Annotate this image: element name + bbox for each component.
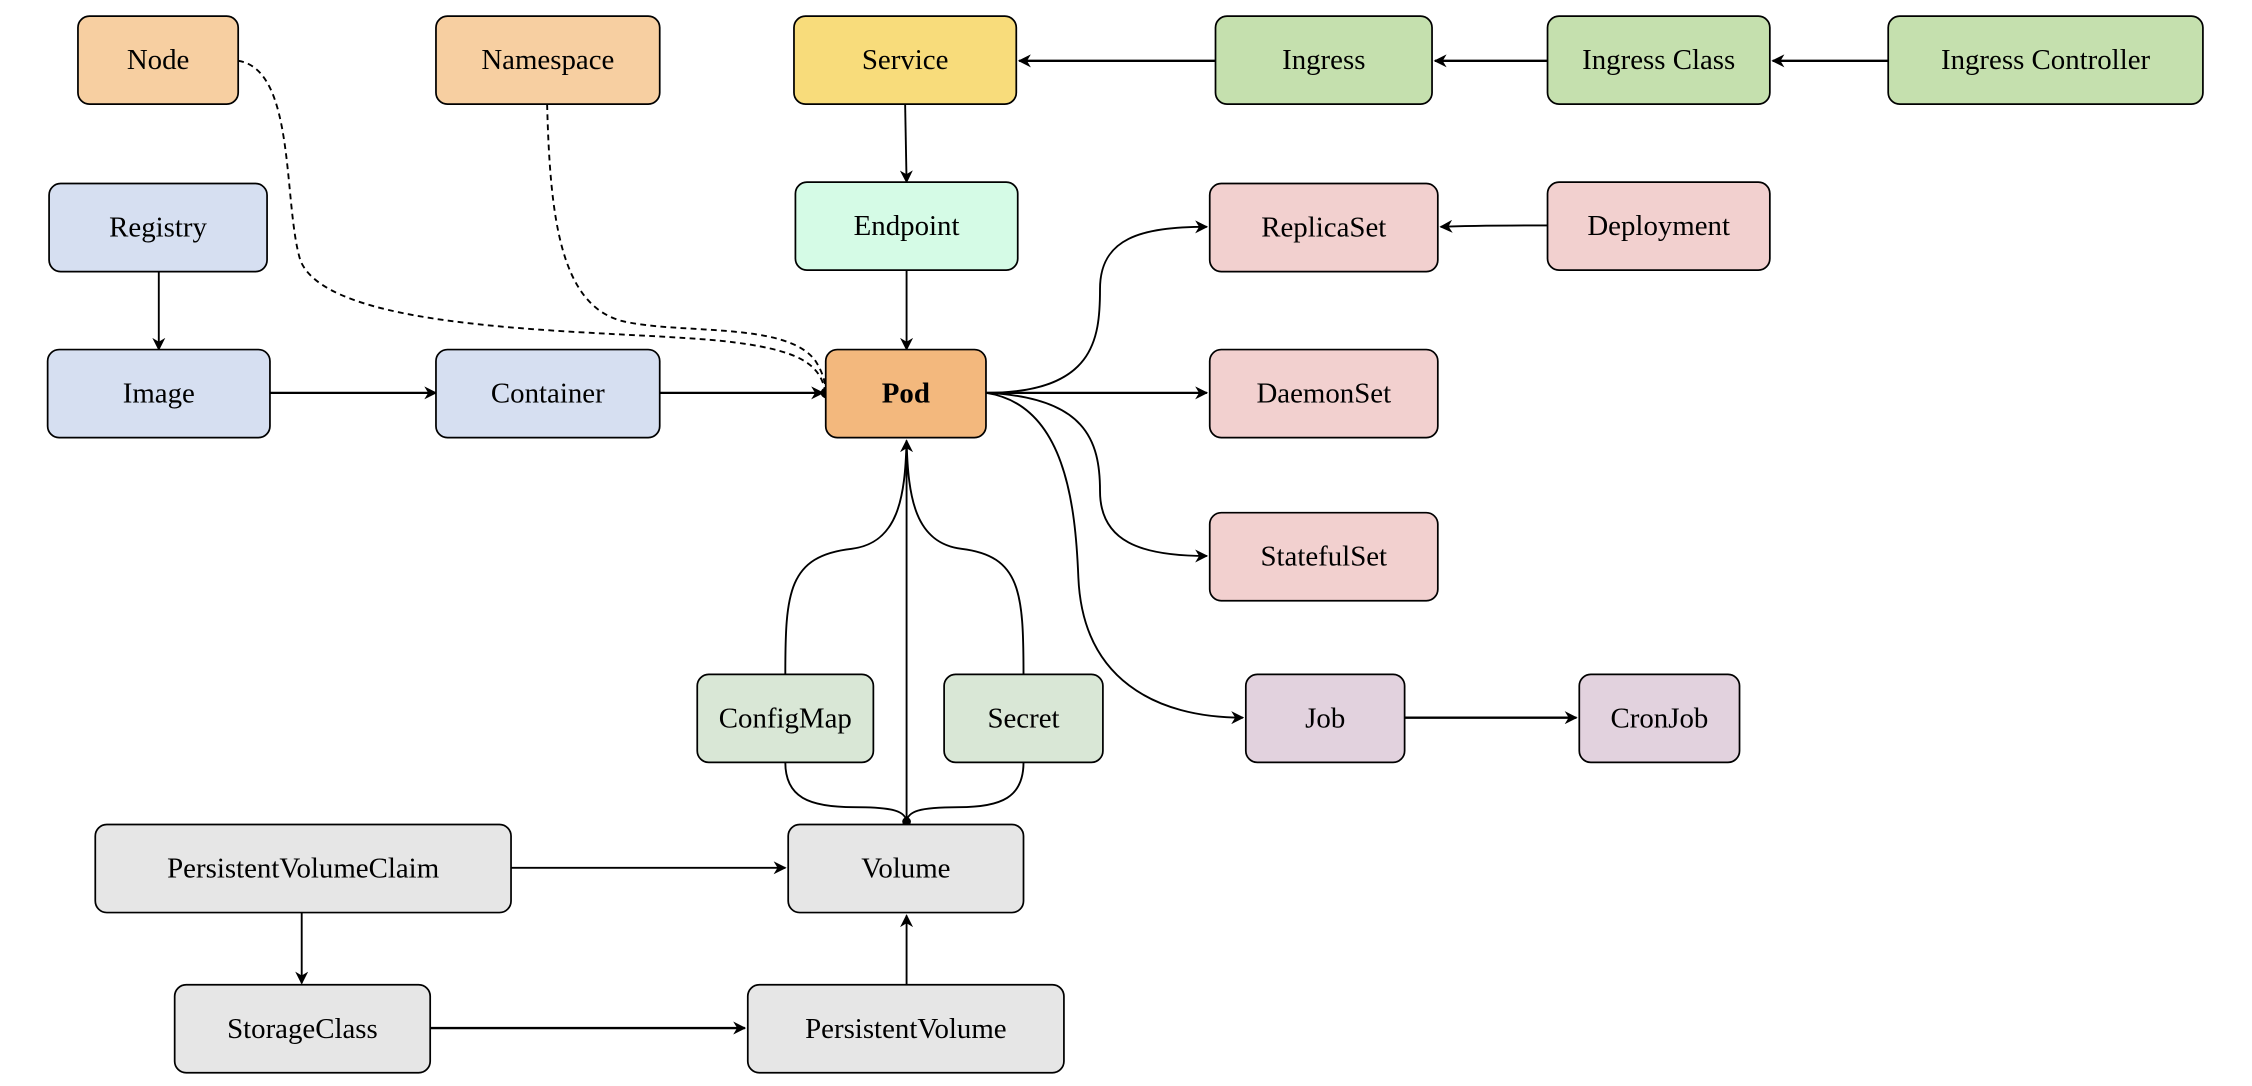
node-service: Service [793,15,1018,106]
node-box [746,983,1065,1074]
node-daemonset: DaemonSet [1208,348,1439,439]
node-label: Secret [987,702,1059,734]
node-box [48,182,268,273]
node-label: ConfigMap [719,702,852,734]
node-registry: Registry [48,182,268,273]
node-volume: Volume [787,823,1025,914]
node-image: Image [46,348,271,439]
edge-configmap-volume [784,762,908,822]
node-box [1887,15,2204,106]
node-label: PersistentVolume [805,1013,1006,1045]
node-label: Pod [882,378,930,410]
node-label: CronJob [1611,702,1709,734]
node-box [1244,673,1406,764]
node-storageclass: StorageClass [173,983,432,1074]
node-configmap: ConfigMap [696,673,875,764]
node-label: PersistentVolumeClaim [167,853,439,885]
edge-secret-pod [905,440,1025,675]
node-box [1578,673,1741,764]
node-label: Volume [861,853,950,885]
node-cronjob: CronJob [1578,673,1741,764]
node-box [1208,182,1439,273]
node-box [1208,511,1439,602]
node-secret: Secret [943,673,1104,764]
node-pvc: PersistentVolumeClaim [94,823,512,914]
node-replicaset: ReplicaSet [1208,182,1439,273]
node-job: Job [1244,673,1406,764]
edge-pod-replicaset [985,220,1209,394]
node-ingress-class: Ingress Class [1546,15,1771,106]
edge-node-pod [238,59,831,398]
edge-namespace-pod [546,104,827,393]
node-box [824,348,987,439]
node-box [793,15,1018,106]
node-box [1546,15,1771,106]
node-box [435,15,661,106]
node-namespace: Namespace [435,15,661,106]
node-pv: PersistentVolume [746,983,1065,1074]
node-box [794,181,1019,272]
node-box [173,983,432,1074]
node-label: Ingress Class [1582,44,1735,76]
node-node: Node [77,15,240,106]
node-label: Ingress [1282,44,1365,76]
node-box [77,15,240,106]
node-box [787,823,1025,914]
node-box [943,673,1104,764]
node-label: Ingress Controller [1941,44,2151,76]
node-container: Container [435,348,661,439]
node-label: StorageClass [227,1013,378,1045]
node-box [435,348,661,439]
node-label: StatefulSet [1260,541,1387,573]
edge-configmap-pod [784,440,908,675]
node-box [1214,15,1433,106]
node-label: Service [862,44,949,76]
node-label: Node [127,44,190,76]
node-label: DaemonSet [1256,378,1391,410]
node-label: Registry [109,212,207,244]
node-deployment: Deployment [1546,181,1771,272]
edge-deployment-replicaset [1439,219,1548,233]
edge-pod-statefulset [985,391,1209,563]
node-pod: Pod [824,348,987,439]
edge-secret-volume [905,762,1025,822]
node-label: Container [491,378,605,410]
node-label: Job [1305,702,1345,734]
node-label: Endpoint [854,210,960,242]
node-ingress-controller: Ingress Controller [1887,15,2204,106]
node-ingress: Ingress [1214,15,1433,106]
node-label: Namespace [481,44,614,76]
edge-pod-job [985,391,1245,725]
edge-service-endpoint [899,104,913,184]
node-label: Image [123,378,195,410]
node-box [1208,348,1439,439]
node-label: Deployment [1587,210,1730,242]
node-statefulset: StatefulSet [1208,511,1439,602]
node-endpoint: Endpoint [794,181,1019,272]
node-box [46,348,271,439]
node-box [1546,181,1771,272]
node-box [94,823,512,914]
node-label: ReplicaSet [1261,212,1386,244]
node-box [696,673,875,764]
